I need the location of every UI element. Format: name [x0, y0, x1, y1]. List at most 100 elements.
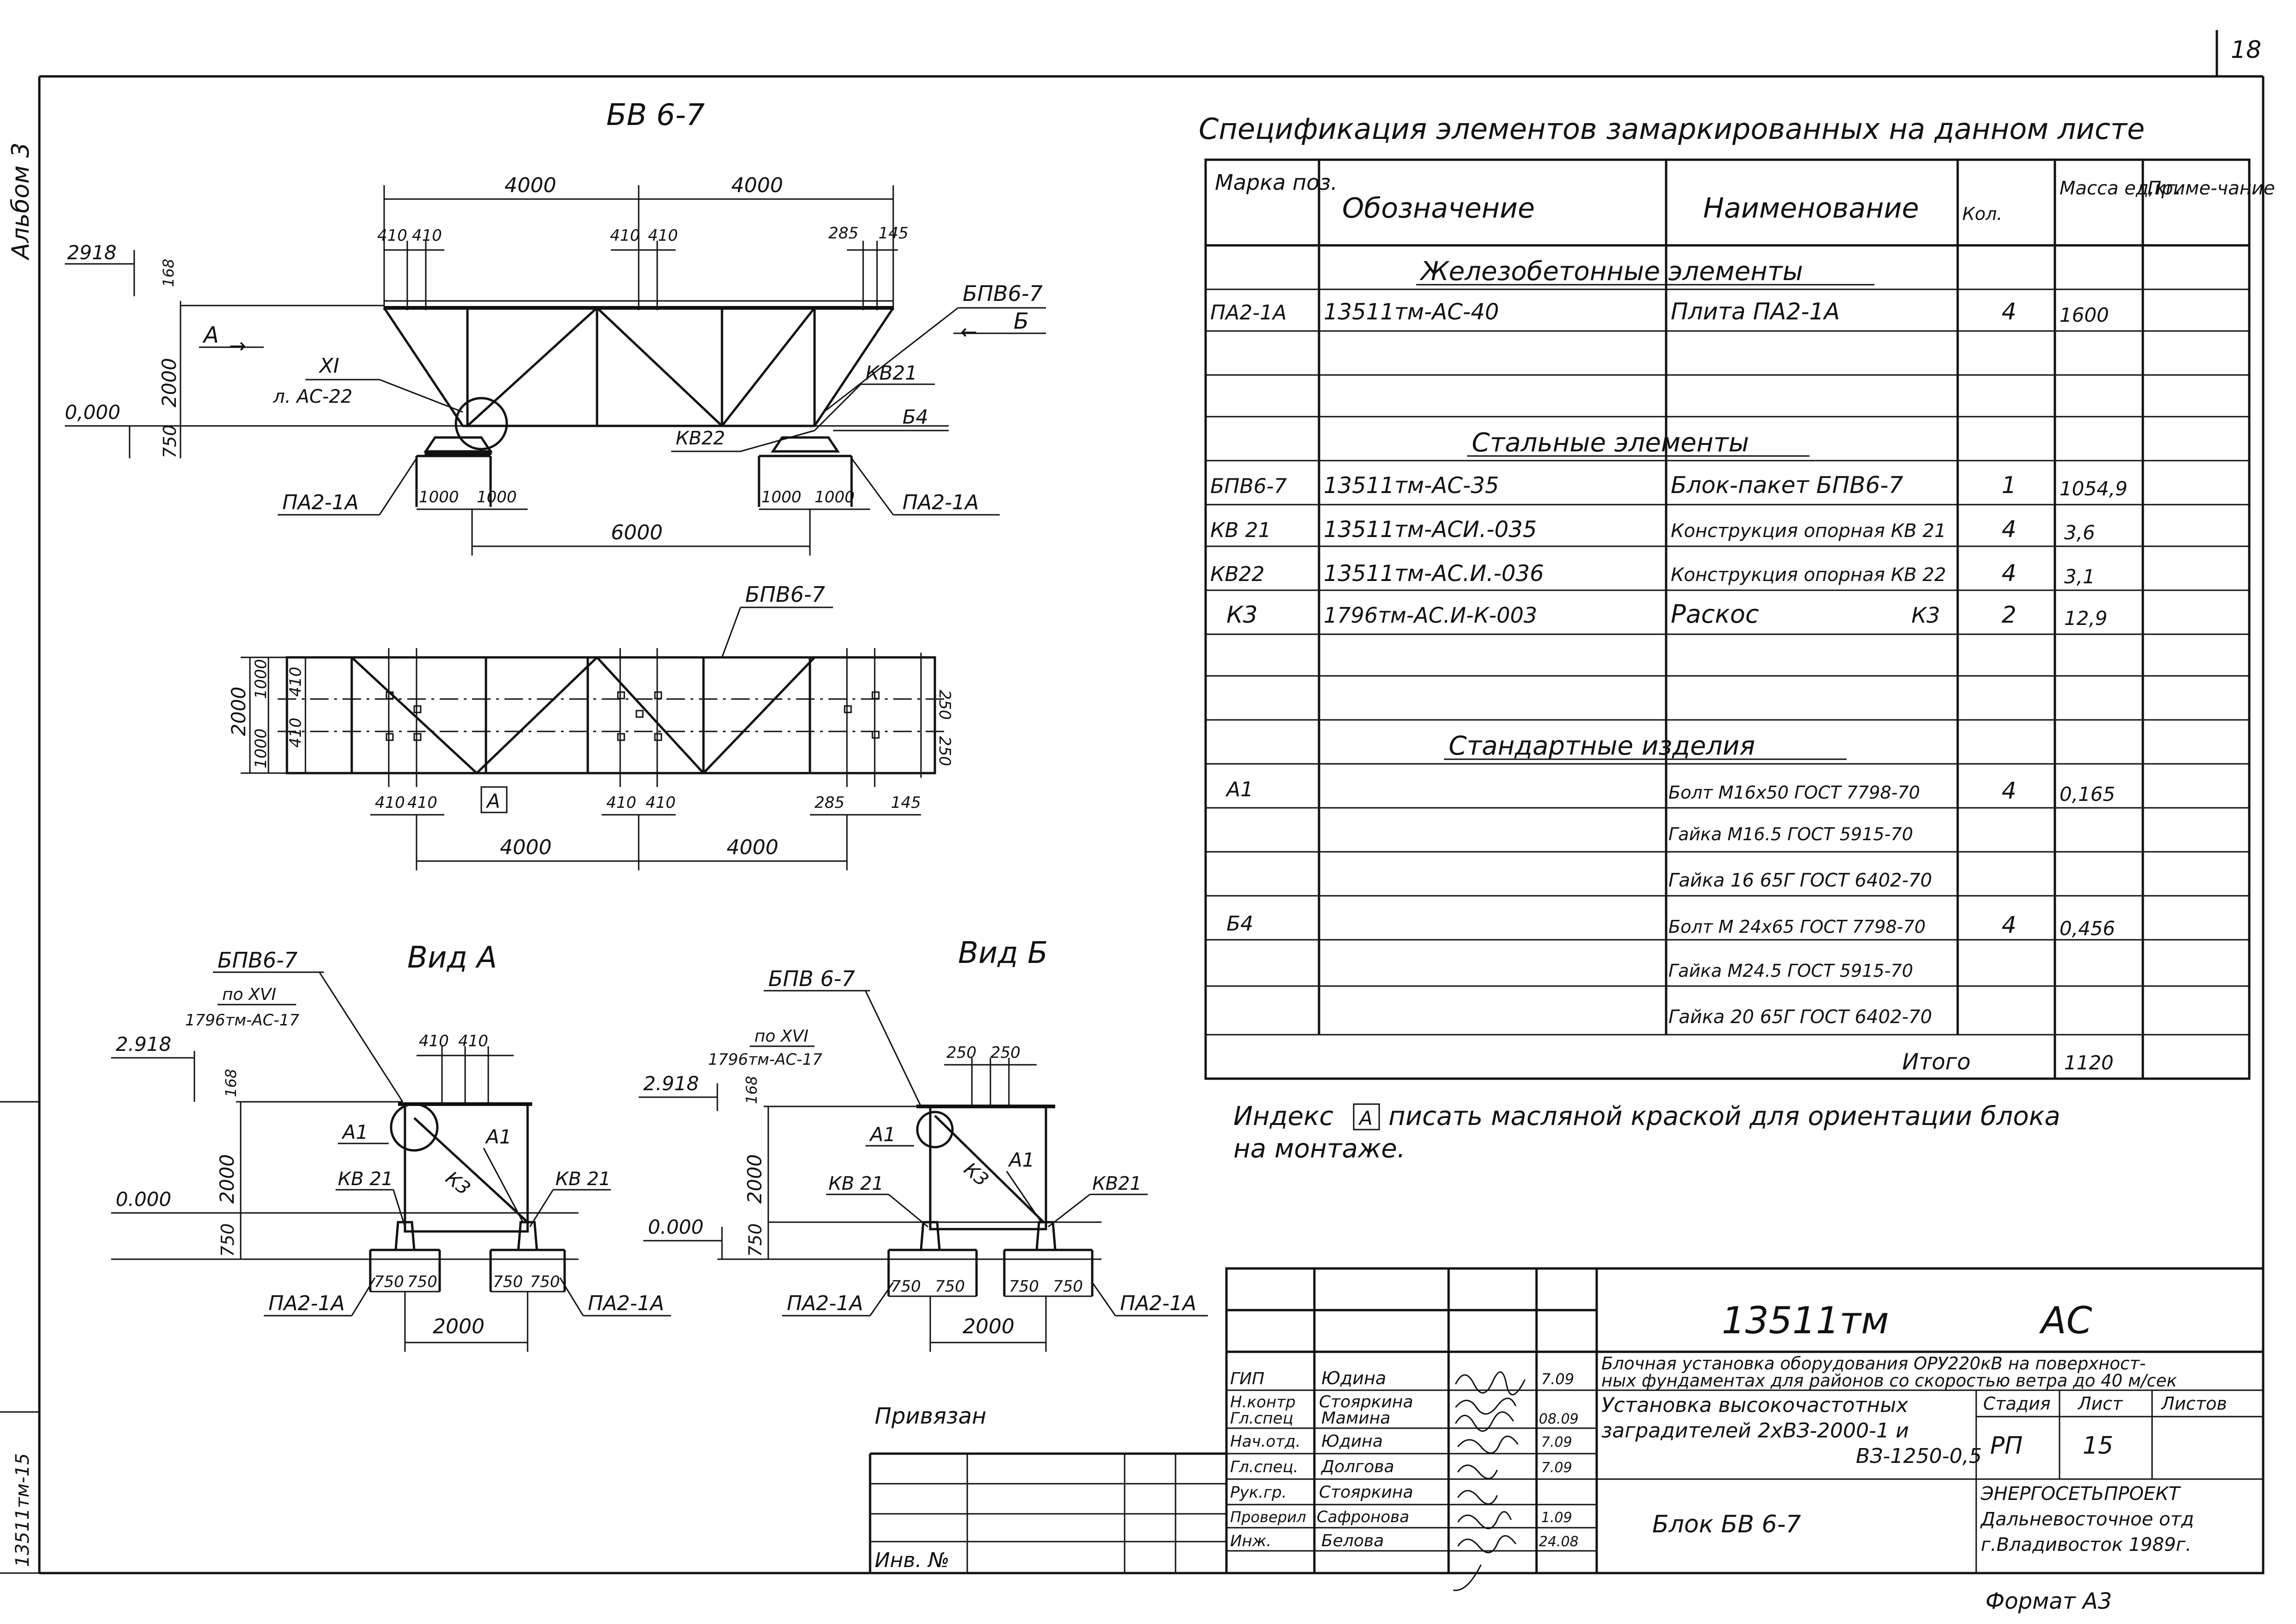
plan-b410a: 410	[375, 793, 405, 812]
date-nachotd: 7.09	[1541, 1434, 1572, 1450]
view-a-pa-right: ПА2-1А	[588, 1292, 664, 1315]
page-number: 18	[2231, 36, 2261, 64]
arrow-b-label: Б	[1014, 308, 1029, 334]
view-b-pa-right: ПА2-1А	[1120, 1292, 1196, 1315]
plan-b410b: 410	[407, 793, 437, 812]
row-b4-nut1: Гайка М24.5 ГОСТ 5915-70	[1668, 961, 1913, 981]
row-pa-mark: ПА2-1А	[1210, 301, 1287, 325]
view-a-a1-left: А1	[341, 1121, 368, 1143]
role-glspec1: Гл.спец	[1230, 1409, 1293, 1428]
dim-168: 168	[160, 259, 177, 287]
row-kv22-name: Конструкция опорная КВ 22	[1671, 564, 1946, 586]
dim-2000: 2000	[158, 358, 180, 407]
row-kv22-des: 13511тм-АС.И.-036	[1324, 561, 1544, 587]
view-a-kv-left: КВ 21	[338, 1168, 393, 1190]
stamp-title-1: Установка высокочастотных	[1601, 1393, 1909, 1417]
elevation-view: БВ 6-7 4000 4000 410 410 410 410 285 145…	[65, 98, 1046, 556]
plan-b285: 285	[815, 793, 845, 812]
view-a-h168: 168	[222, 1069, 240, 1097]
view-b-h168: 168	[743, 1076, 760, 1104]
row-bpv-qty: 1	[2002, 472, 2016, 499]
plan-b410d: 410	[646, 793, 676, 812]
dim-top-right: 4000	[731, 174, 783, 197]
view-a-title: Вид А	[407, 941, 497, 975]
view-a-a1-right: А1	[485, 1125, 511, 1148]
arrow-a-glyph: →	[229, 334, 246, 358]
plan-r250a: 250	[935, 690, 954, 720]
view-b-kv-right: КВ21	[1092, 1173, 1142, 1194]
view-a-lvl-top: 2.918	[116, 1033, 171, 1056]
row-k3-name2: К3	[1911, 603, 1940, 628]
view-a-d410a: 410	[419, 1032, 449, 1050]
pad-dim-3: 1000	[761, 488, 802, 506]
view-a-h2000: 2000	[216, 1154, 238, 1204]
name-rukgr: Стояркина	[1319, 1483, 1413, 1502]
row-b4-name: Болт М 24х65 ГОСТ 7798-70	[1668, 917, 1926, 937]
hdr-mark-text: Марка поз.	[1215, 170, 1338, 195]
date-gip: 7.09	[1541, 1370, 1574, 1388]
view-b-ref-doc: 1796тм-АС-17	[708, 1050, 822, 1069]
view-a-p2: 750	[407, 1273, 437, 1291]
dim-b1: 410	[610, 226, 640, 245]
plan-view: БПВ6-7 2	[227, 582, 954, 870]
view-a-span: 2000	[433, 1315, 485, 1338]
row-a1-name: Болт М16х50 ГОСТ 7798-70	[1668, 782, 1920, 803]
role-glspec2: Гл.спец.	[1230, 1458, 1298, 1476]
plan-h410a: 410	[286, 667, 305, 697]
row-kv21-name: Конструкция опорная КВ 21	[1671, 520, 1946, 542]
dim-c2: 145	[878, 224, 908, 243]
stamp-org-3: г.Владивосток 1989г.	[1981, 1534, 2191, 1555]
pad-dim-2: 1000	[477, 488, 517, 506]
row-kv22-mark: КВ22	[1210, 562, 1264, 586]
view-b-a1-right: А1	[1008, 1149, 1034, 1171]
bpv-label: БПВ6-7	[963, 281, 1043, 306]
plan-bpv-label: БПВ6-7	[745, 582, 825, 607]
signatures	[1453, 1371, 1526, 1591]
view-a-ref-doc: 1796тм-АС-17	[185, 1011, 299, 1030]
arrow-a-label: А	[202, 322, 219, 348]
stamp-sheet-hdr: Лист	[2077, 1393, 2123, 1414]
name-glspec2: Долгова	[1320, 1457, 1394, 1476]
row-kv21-qty: 4	[2002, 516, 2016, 543]
row-b4-mass: 0,456	[2060, 917, 2115, 940]
dim-a1: 410	[377, 226, 407, 245]
view-b-a1-left: А1	[869, 1123, 896, 1146]
view-b-kv-left: КВ 21	[828, 1173, 884, 1194]
name-glspec1: Мамина	[1321, 1409, 1390, 1428]
note-line-2: на монтаже.	[1233, 1134, 1406, 1164]
view-a-p3: 750	[493, 1273, 523, 1291]
row-kv22-qty: 4	[2002, 560, 2016, 587]
pad-dim-4: 1000	[815, 488, 855, 506]
role-nkontr: Н.контр	[1230, 1393, 1295, 1412]
view-a-k3: К3	[442, 1168, 474, 1199]
row-a1-mark: А1	[1225, 778, 1253, 801]
date-glspec1: 08.09	[1539, 1411, 1579, 1427]
stamp-org-1: ЭНЕРГОСЕТЬПРОЕКТ	[1980, 1483, 2182, 1505]
stamp-title-3: ВЗ-1250-0,5	[1856, 1444, 1982, 1468]
level-top: 2918	[67, 241, 117, 264]
hdr-note: Приме-чание	[2147, 178, 2275, 199]
view-a: Вид А БПВ6-7 по XVI 1796тм-АС-17 410 410…	[111, 941, 671, 1352]
pa-left-label: ПА2-1А	[282, 491, 359, 514]
node-sheet: л. АС-22	[273, 386, 353, 407]
stamp-suffix: АС	[2039, 1299, 2092, 1342]
plan-tot1: 4000	[500, 836, 552, 859]
view-b-ref: по XVI	[754, 1027, 809, 1046]
note-line-1b: писать масляной краской для ориентации б…	[1388, 1101, 2060, 1131]
role-rukgr: Рук.гр.	[1230, 1483, 1287, 1502]
view-a-bpv: БПВ6-7	[218, 948, 298, 973]
kv21-label: КВ21	[865, 362, 917, 384]
sheet-frame	[0, 30, 2265, 1574]
dim-750: 750	[160, 425, 180, 458]
view-a-lvl-zero: 0.000	[116, 1188, 171, 1211]
row-k3-mass: 12,9	[2064, 607, 2108, 630]
name-proveril: Сафронова	[1317, 1508, 1409, 1526]
total-value: 1120	[2064, 1051, 2114, 1074]
note-index-letter: А	[1358, 1107, 1373, 1130]
arrow-b-glyph: ←	[960, 320, 977, 344]
view-a-pa-left: ПА2-1А	[268, 1292, 345, 1315]
row-bpv-name: Блок-пакет БПВ6-7	[1671, 472, 1903, 499]
view-b-p2: 750	[935, 1277, 965, 1296]
elevation-title: БВ 6-7	[606, 98, 705, 132]
